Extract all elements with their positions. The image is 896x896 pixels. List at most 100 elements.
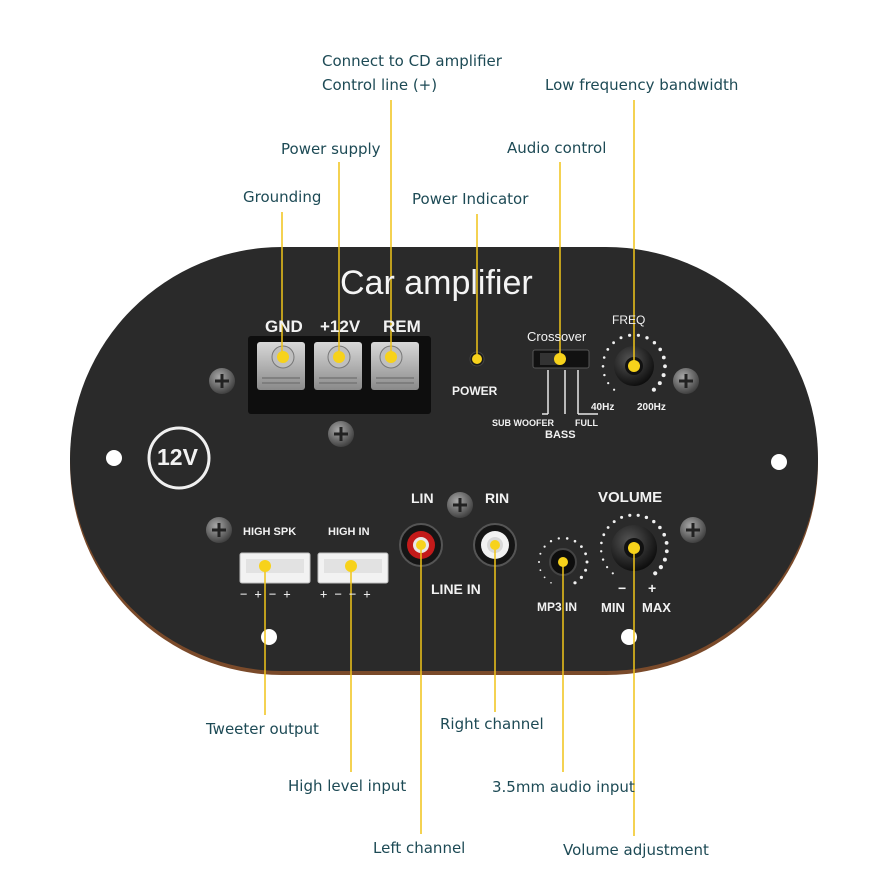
dial-dot xyxy=(585,560,589,564)
terminal-gnd-label: GND xyxy=(265,317,303,336)
dial-dot xyxy=(557,537,560,540)
high-in-polarity: + − − + xyxy=(320,587,371,601)
dial-dot xyxy=(662,532,666,537)
dial-dot xyxy=(619,336,623,340)
dial-dot xyxy=(606,348,610,351)
dial-dot xyxy=(573,539,577,543)
dial-dot xyxy=(602,533,606,537)
dial-dot xyxy=(601,558,605,561)
line-in-label: LINE IN xyxy=(431,581,481,597)
dial-dot xyxy=(658,525,662,530)
dial-dot xyxy=(636,513,640,517)
mounting-hole-right xyxy=(771,454,787,470)
marker-tweeter-output xyxy=(259,560,271,572)
marker-audio-input xyxy=(558,557,568,567)
dial-dot xyxy=(645,336,649,340)
marker-power-supply xyxy=(333,351,345,363)
dial-dot xyxy=(652,519,656,524)
screw-center xyxy=(447,492,473,518)
rin-label: RIN xyxy=(485,490,510,506)
marker-control-line xyxy=(385,351,397,363)
dial-dot xyxy=(601,365,605,368)
dial-dot xyxy=(543,545,546,548)
dial-dot xyxy=(662,557,667,562)
dial-dot xyxy=(611,572,614,575)
crossover-full-label: FULL xyxy=(575,418,598,428)
screw-left-bottom xyxy=(206,517,232,543)
volume-plus-label: + xyxy=(648,580,657,596)
dial-dot xyxy=(600,541,603,545)
high-in-label: HIGH IN xyxy=(328,526,370,538)
dial-dot xyxy=(539,569,542,572)
callout-audio-control: Audio control xyxy=(507,139,607,157)
callout-audio-input: 3.5mm audio input xyxy=(492,778,635,796)
terminal-rem-label: REM xyxy=(383,317,421,336)
dial-dot xyxy=(664,541,669,545)
callout-low-frequency: Low frequency bandwidth xyxy=(545,76,739,94)
dial-dot xyxy=(602,356,606,359)
dial-dot xyxy=(606,526,610,529)
dial-dot xyxy=(661,355,666,360)
dial-dot xyxy=(653,571,658,576)
marker-low-frequency xyxy=(628,360,640,372)
amplifier-title: Car amplifier xyxy=(340,264,533,302)
callout-high-level-input: High level input xyxy=(288,777,407,795)
callout-grounding: Grounding xyxy=(243,188,322,206)
dial-dot xyxy=(658,565,664,570)
voltage-badge-ring xyxy=(147,426,211,490)
marker-audio-control xyxy=(554,353,566,365)
dial-dot xyxy=(603,373,606,377)
screw-terminal-bottom xyxy=(328,421,354,447)
dial-dot xyxy=(664,549,669,554)
dial-dot xyxy=(539,552,542,555)
leader-lines xyxy=(264,100,635,836)
high-spk-label: HIGH SPK xyxy=(243,526,297,538)
dial-dot xyxy=(613,388,616,391)
dial-dot xyxy=(658,347,662,352)
dial-dot xyxy=(565,537,569,540)
lin-label: LIN xyxy=(411,490,434,506)
dial-dot xyxy=(651,387,657,392)
mp3-in-label: MP3 IN xyxy=(537,600,578,614)
dial-dot xyxy=(661,373,666,378)
crossover-label: Crossover xyxy=(527,329,587,344)
dial-dot xyxy=(620,515,624,519)
voltage-badge: 12V xyxy=(157,444,198,470)
freq-label: FREQ xyxy=(612,313,646,327)
marker-grounding xyxy=(277,351,289,363)
crossover-scale xyxy=(542,370,598,415)
crossover-subwoofer-label: SUB WOOFER xyxy=(492,418,554,428)
dial-dot xyxy=(606,566,609,569)
marker-high-level-input xyxy=(345,560,357,572)
dial-dot xyxy=(628,513,632,517)
screw-right-bottom xyxy=(680,517,706,543)
callout-connect-cd: Connect to CD amplifier xyxy=(322,52,502,70)
dial-dot xyxy=(657,381,662,386)
terminal-block xyxy=(248,336,431,414)
dial-dot xyxy=(612,520,616,524)
mounting-hole-bottom-right xyxy=(621,629,637,645)
dial-dot xyxy=(579,575,584,580)
screw-right-top xyxy=(673,368,699,394)
freq-max-label: 200Hz xyxy=(637,402,666,413)
dial-dot xyxy=(652,341,657,345)
callout-power-supply: Power supply xyxy=(281,140,381,158)
volume-dial-dots xyxy=(600,513,669,576)
callout-power-indicator: Power Indicator xyxy=(412,190,529,208)
dial-dot xyxy=(628,333,632,337)
dial-dot xyxy=(573,581,577,585)
mp3-dial-dots xyxy=(538,537,589,585)
freq-dial-dots xyxy=(601,333,667,392)
dial-dot xyxy=(644,515,649,520)
volume-minus-label: − xyxy=(618,580,627,596)
power-label: POWER xyxy=(452,384,498,398)
marker-volume-adjustment xyxy=(628,542,640,554)
dial-dot xyxy=(543,576,546,579)
markers xyxy=(259,351,640,572)
dial-dot xyxy=(550,582,552,584)
mounting-hole-left xyxy=(106,450,122,466)
marker-left-channel xyxy=(416,540,426,550)
volume-max-label: MAX xyxy=(642,600,671,615)
dial-dot xyxy=(607,382,610,385)
